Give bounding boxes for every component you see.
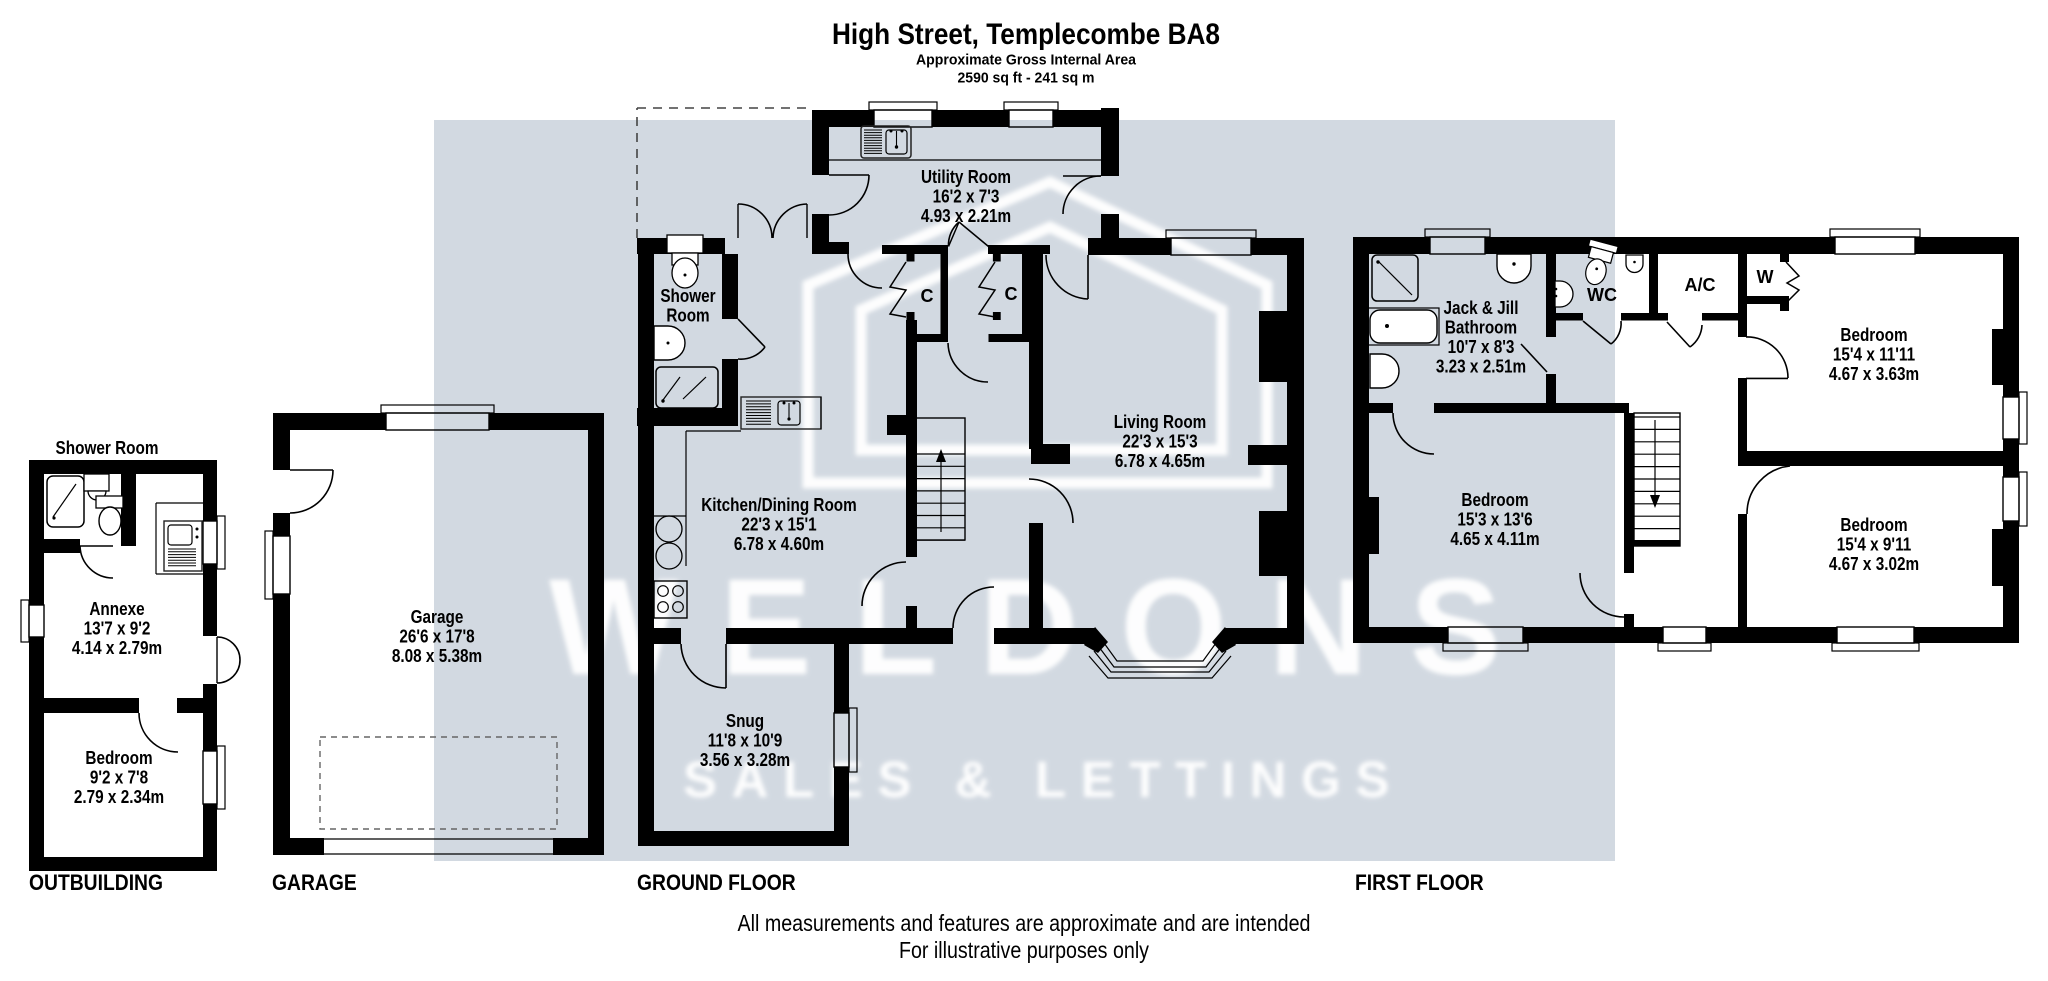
svg-text:SALES & LETTINGS: SALES & LETTINGS [683, 751, 1404, 808]
svg-text:4.65 x 4.11m: 4.65 x 4.11m [1450, 529, 1539, 549]
svg-text:2590 sq ft - 241 sq m: 2590 sq ft - 241 sq m [958, 70, 1095, 87]
svg-text:W: W [1757, 267, 1774, 287]
svg-text:A/C: A/C [1685, 275, 1716, 295]
svg-text:C: C [1005, 284, 1018, 304]
svg-text:Bedroom: Bedroom [1840, 515, 1907, 535]
svg-text:WELDONS: WELDONS [549, 551, 1543, 704]
svg-text:10'7 x 8'3: 10'7 x 8'3 [1448, 337, 1515, 357]
svg-text:Garage: Garage [411, 607, 464, 627]
svg-text:2.79 x 2.34m: 2.79 x 2.34m [74, 787, 164, 807]
svg-text:22'3 x 15'3: 22'3 x 15'3 [1122, 432, 1197, 452]
svg-text:FIRST FLOOR: FIRST FLOOR [1355, 870, 1484, 895]
svg-text:13'7 x 9'2: 13'7 x 9'2 [84, 619, 151, 639]
svg-text:WC: WC [1587, 285, 1617, 305]
svg-text:9'2 x 7'8: 9'2 x 7'8 [90, 768, 148, 788]
svg-text:4.93 x 2.21m: 4.93 x 2.21m [921, 206, 1011, 226]
svg-text:Utility Room: Utility Room [921, 167, 1011, 187]
svg-text:Shower Room: Shower Room [56, 438, 159, 458]
svg-text:Room: Room [666, 306, 709, 326]
svg-text:Approximate Gross Internal Are: Approximate Gross Internal Area [916, 52, 1137, 69]
svg-text:Bedroom: Bedroom [1840, 325, 1907, 345]
svg-text:6.78 x 4.65m: 6.78 x 4.65m [1115, 451, 1205, 471]
svg-text:High Street, Templecombe BA8: High Street, Templecombe BA8 [832, 18, 1220, 51]
svg-text:8.08 x 5.38m: 8.08 x 5.38m [392, 646, 482, 666]
svg-text:GARAGE: GARAGE [272, 870, 357, 895]
svg-text:GROUND FLOOR: GROUND FLOOR [637, 870, 796, 895]
svg-text:15'3 x 13'6: 15'3 x 13'6 [1457, 510, 1532, 530]
svg-text:OUTBUILDING: OUTBUILDING [29, 870, 163, 895]
svg-text:16'2 x 7'3: 16'2 x 7'3 [933, 187, 1000, 207]
svg-text:Snug: Snug [726, 711, 764, 731]
svg-text:For illustrative purposes only: For illustrative purposes only [899, 937, 1149, 963]
svg-text:26'6 x 17'8: 26'6 x 17'8 [399, 627, 474, 647]
svg-text:Jack & Jill: Jack & Jill [1444, 298, 1519, 318]
svg-text:4.67 x 3.63m: 4.67 x 3.63m [1829, 364, 1919, 384]
svg-text:3.23 x 2.51m: 3.23 x 2.51m [1436, 357, 1526, 377]
svg-text:11'8 x 10'9: 11'8 x 10'9 [708, 731, 783, 751]
svg-text:Kitchen/Dining Room: Kitchen/Dining Room [701, 495, 857, 515]
svg-text:Living Room: Living Room [1114, 412, 1207, 432]
svg-text:15'4 x 9'11: 15'4 x 9'11 [1837, 535, 1912, 555]
svg-text:All measurements and features: All measurements and features are approx… [738, 910, 1311, 936]
svg-text:C: C [921, 286, 934, 306]
svg-text:4.67 x 3.02m: 4.67 x 3.02m [1829, 554, 1919, 574]
svg-text:4.14 x 2.79m: 4.14 x 2.79m [72, 638, 162, 658]
svg-text:Bathroom: Bathroom [1445, 318, 1517, 338]
svg-text:15'4 x 11'11: 15'4 x 11'11 [1833, 345, 1915, 365]
svg-text:3.56 x 3.28m: 3.56 x 3.28m [700, 750, 790, 770]
svg-text:6.78 x 4.60m: 6.78 x 4.60m [734, 534, 824, 554]
svg-text:Bedroom: Bedroom [1461, 490, 1528, 510]
svg-text:Shower: Shower [660, 286, 715, 306]
svg-text:Bedroom: Bedroom [85, 748, 152, 768]
svg-text:Annexe: Annexe [89, 599, 144, 619]
svg-text:22'3 x 15'1: 22'3 x 15'1 [741, 515, 816, 535]
